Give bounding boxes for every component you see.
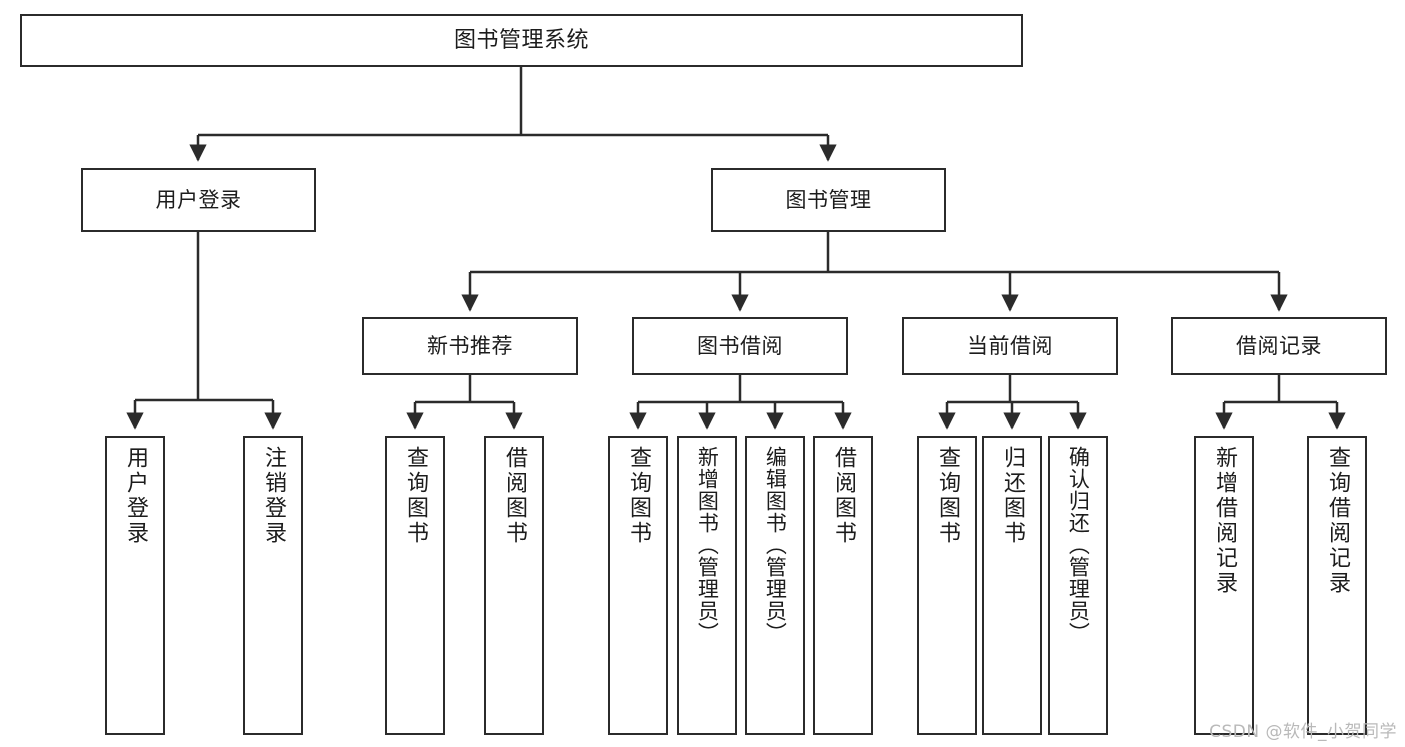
leaf-query-book-borrow[interactable]: 查询图书 (608, 436, 668, 735)
leaf-query-borrow-record[interactable]: 查询借阅记录 (1307, 436, 1367, 735)
leaf-borrow-book-recommend[interactable]: 借阅图书 (484, 436, 544, 735)
node-new-book-recommend[interactable]: 新书推荐 (362, 317, 578, 375)
node-label: 用户登录 (155, 187, 242, 212)
node-book-management[interactable]: 图书管理 (711, 168, 946, 232)
leaf-borrow-book[interactable]: 借阅图书 (813, 436, 873, 735)
node-label: 注销登录 (260, 446, 286, 546)
node-label: 新增图书（管理员） (695, 446, 720, 644)
leaf-query-book-recommend[interactable]: 查询图书 (385, 436, 445, 735)
node-label: 查询图书 (934, 446, 960, 546)
node-label: 查询图书 (625, 446, 651, 546)
leaf-add-book-admin[interactable]: 新增图书（管理员） (677, 436, 737, 735)
leaf-user-login[interactable]: 用户登录 (105, 436, 165, 735)
node-label: 查询借阅记录 (1324, 446, 1350, 596)
node-label: 借阅图书 (501, 446, 527, 546)
node-current-borrow[interactable]: 当前借阅 (902, 317, 1118, 375)
node-label: 编辑图书（管理员） (763, 446, 788, 644)
node-label: 用户登录 (122, 446, 148, 546)
node-label: 借阅图书 (830, 446, 856, 546)
node-label: 图书借阅 (697, 333, 783, 358)
node-root-system[interactable]: 图书管理系统 (20, 14, 1023, 67)
node-label: 新增借阅记录 (1211, 446, 1237, 596)
leaf-confirm-return-admin[interactable]: 确认归还（管理员） (1048, 436, 1108, 735)
leaf-query-book-current[interactable]: 查询图书 (917, 436, 977, 735)
node-book-borrow[interactable]: 图书借阅 (632, 317, 848, 375)
node-label: 当前借阅 (967, 333, 1053, 358)
leaf-return-book[interactable]: 归还图书 (982, 436, 1042, 735)
node-label: 借阅记录 (1236, 333, 1322, 358)
node-label: 确认归还（管理员） (1066, 446, 1091, 644)
node-label: 图书管理系统 (453, 27, 589, 53)
node-label: 归还图书 (999, 446, 1025, 546)
leaf-edit-book-admin[interactable]: 编辑图书（管理员） (745, 436, 805, 735)
node-label: 新书推荐 (427, 333, 513, 358)
node-label: 图书管理 (785, 187, 872, 212)
leaf-logout[interactable]: 注销登录 (243, 436, 303, 735)
node-label: 查询图书 (402, 446, 428, 546)
leaf-add-borrow-record[interactable]: 新增借阅记录 (1194, 436, 1254, 735)
watermark: CSDN @软件_小贺同学 (1209, 722, 1397, 742)
node-borrow-record[interactable]: 借阅记录 (1171, 317, 1387, 375)
node-user-login[interactable]: 用户登录 (81, 168, 316, 232)
